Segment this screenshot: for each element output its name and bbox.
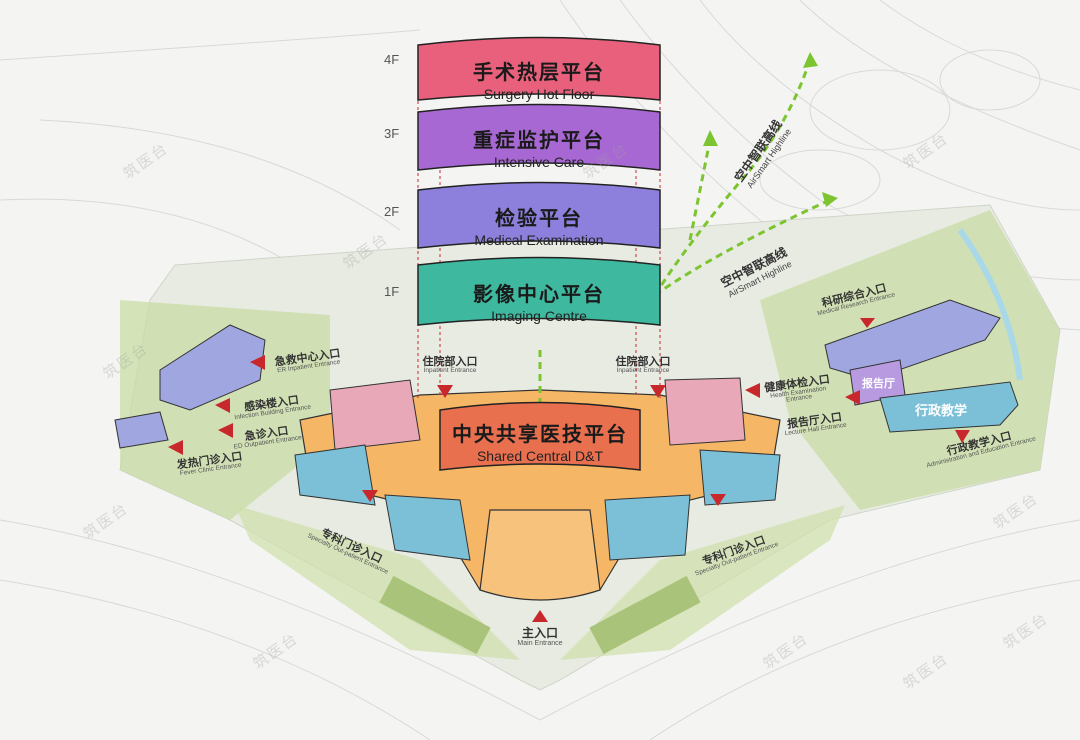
- platform-central-en: Shared Central D&T: [476, 448, 604, 464]
- highline-arrowheads: [703, 52, 838, 207]
- entrance-arrows: [168, 318, 970, 622]
- podium-lower: [479, 509, 601, 601]
- floor-tag-1f: 1F: [384, 284, 400, 299]
- lawn-strip-right: [589, 575, 701, 655]
- entrance-inpatient-right: 住院部入口 Inpatient Entrance: [598, 356, 688, 374]
- fever-clinic-building: [114, 411, 169, 449]
- blue-wing-right-1: [699, 449, 781, 506]
- platform-exam-shape: [417, 181, 661, 249]
- pink-wing-right: [664, 377, 746, 446]
- platform-surgery-shape: [417, 36, 661, 101]
- platform-imaging: 影像中心平台 Imaging Centre: [418, 278, 660, 324]
- entrance-inpatient-left-en: Inpatient Entrance: [423, 366, 477, 374]
- platform-central: 中央共享医技平台 Shared Central D&T: [440, 418, 640, 464]
- entrance-main: 主入口 Main Entrance: [505, 627, 575, 647]
- platform-imaging-cn: 影像中心平台: [473, 282, 605, 306]
- platform-imaging-shape: [417, 256, 661, 326]
- building-admin-teaching: 行政教学: [915, 404, 968, 419]
- floor-tag-4f: 4F: [384, 52, 400, 67]
- entrance-inpatient-left-cn: 住院部入口: [422, 355, 478, 368]
- emergency-building: [159, 324, 266, 411]
- platform-imaging-en: Imaging Centre: [491, 308, 587, 324]
- platform-central-cn: 中央共享医技平台: [452, 422, 628, 446]
- platform-surgery: 手术热层平台 Surgery Hot Floor: [418, 56, 660, 102]
- entrance-inpatient-left: 住院部入口 Inpatient Entrance: [405, 356, 495, 374]
- platform-exam: 检验平台 Medical Examination: [418, 202, 660, 248]
- research-building: [824, 299, 1001, 381]
- entrance-inpatient-right-cn: 住院部入口: [615, 355, 671, 368]
- platform-exam-en: Medical Examination: [474, 232, 604, 248]
- highline-arrows: [538, 59, 831, 410]
- blue-wing-right-2: [604, 494, 691, 561]
- admin-building: [879, 381, 1019, 433]
- platform-icu-shape: [417, 103, 661, 171]
- lawn-strip-left: [379, 575, 491, 655]
- platform-icu-en: Intensive Care: [493, 154, 585, 170]
- pink-wing-left: [329, 379, 421, 451]
- entrance-main-cn: 主入口: [521, 626, 558, 640]
- platform-exam-cn: 检验平台: [495, 206, 583, 230]
- platform-surgery-en: Surgery Hot Floor: [483, 86, 595, 102]
- floor-tag-2f: 2F: [384, 204, 400, 219]
- floor-tag-3f: 3F: [384, 126, 400, 141]
- river: [957, 228, 1023, 381]
- building-lecture-hall: 报告厅: [862, 377, 895, 390]
- blue-wing-left-2: [384, 494, 471, 561]
- entrance-inpatient-right-en: Inpatient Entrance: [616, 366, 670, 374]
- platform-icu: 重症监护平台 Intensive Care: [418, 124, 660, 170]
- blue-wing-left-1: [294, 444, 376, 506]
- platform-icu-cn: 重症监护平台: [473, 128, 605, 152]
- platform-surgery-cn: 手术热层平台: [473, 60, 605, 84]
- entrance-main-en: Main Entrance: [517, 639, 563, 647]
- platform-central-shape: [439, 401, 641, 471]
